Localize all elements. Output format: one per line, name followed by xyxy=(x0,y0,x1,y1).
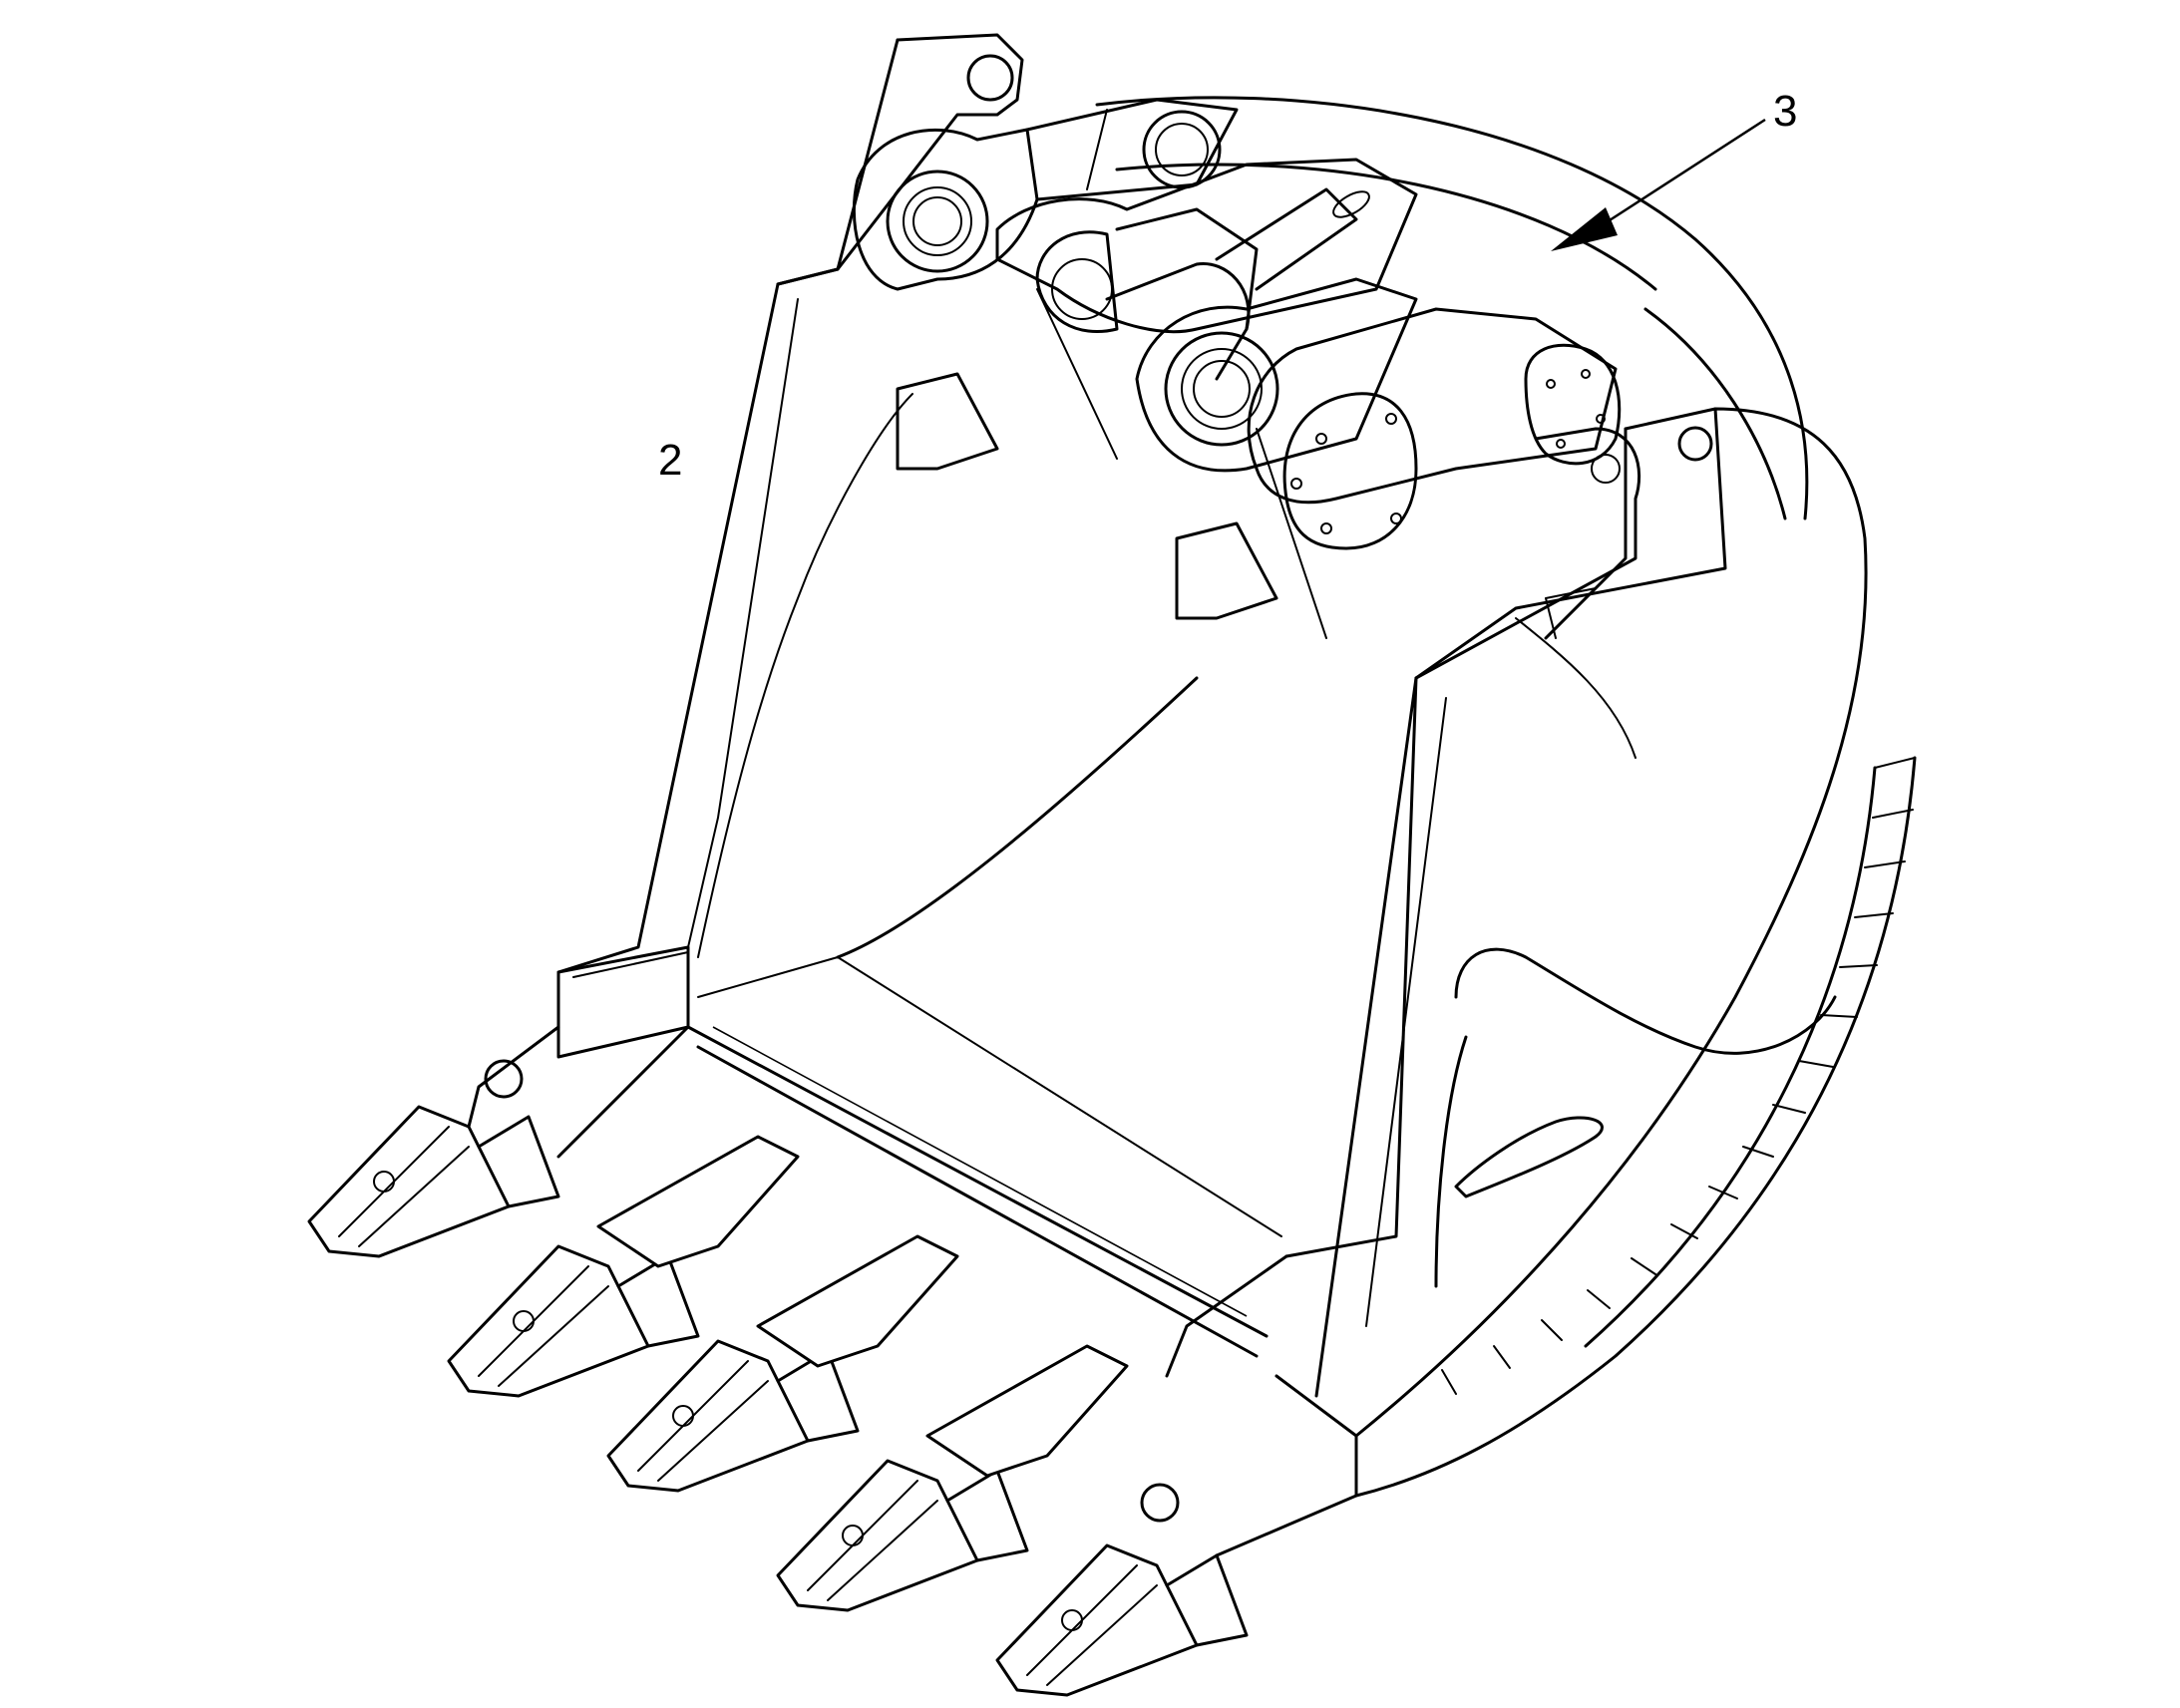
linkage-bosses xyxy=(852,98,1713,680)
bucket-right-side-plate xyxy=(1284,407,1868,1438)
tooth-1 xyxy=(307,1105,560,1258)
callout-label-2: 2 xyxy=(658,436,683,485)
callout-3-leader xyxy=(1551,118,1766,251)
tooth-4 xyxy=(776,1459,1029,1612)
bucket-rear-shell xyxy=(1095,96,1809,520)
callout-label-3: 3 xyxy=(1773,87,1798,136)
bucket-left-side-plate xyxy=(556,33,1024,1059)
tooth-2 xyxy=(447,1244,700,1398)
lip-shrouds xyxy=(467,1025,1358,1557)
bucket-floor xyxy=(686,676,1282,1358)
side-cutter xyxy=(1354,756,1917,1498)
tooth-3 xyxy=(606,1339,860,1493)
tooth-5 xyxy=(995,1543,1249,1697)
